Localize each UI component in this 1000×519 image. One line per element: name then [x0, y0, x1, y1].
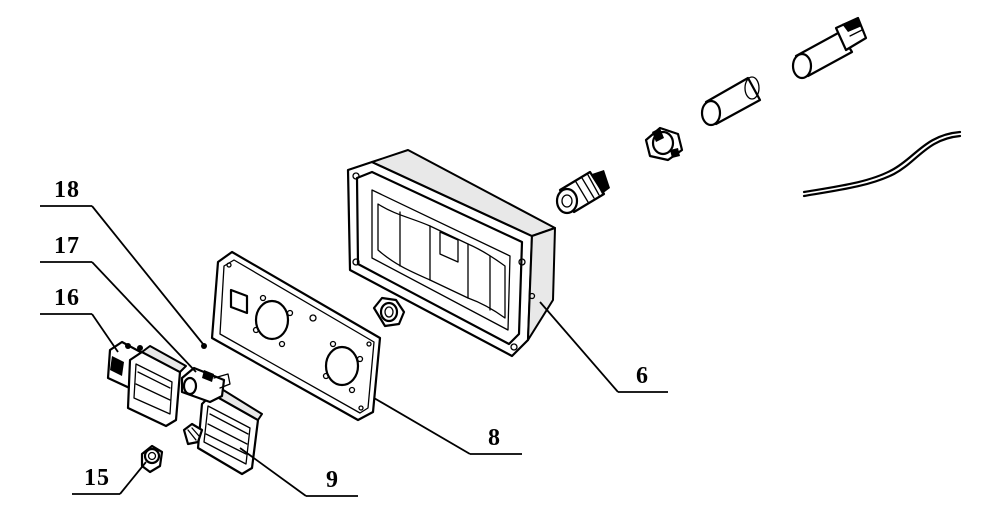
callout-15: 15: [84, 465, 110, 491]
callout-17: 17: [54, 233, 80, 259]
connector-part-17: [180, 366, 231, 404]
callout-8: 8: [488, 425, 501, 451]
mounting-plate-part-8: [210, 250, 382, 422]
cable-gland: [555, 170, 610, 215]
switch-part-9: [196, 387, 263, 476]
capped-tube: [791, 16, 868, 80]
callout-16: 16: [54, 285, 80, 311]
threaded-insert: [182, 422, 204, 446]
callout-18: 18: [54, 177, 80, 203]
callout-9: 9: [326, 467, 339, 493]
wire: [802, 130, 962, 198]
screw-part-18: [201, 343, 207, 349]
tube: [700, 76, 762, 127]
leader-lines: [40, 205, 668, 497]
hex-nut: [372, 296, 406, 328]
fitting-nut: [644, 126, 684, 162]
switch-module-part-16: [106, 340, 187, 428]
housing-part-6: [346, 149, 556, 358]
bushing-part-15: [140, 444, 164, 474]
callout-6: 6: [636, 363, 649, 389]
